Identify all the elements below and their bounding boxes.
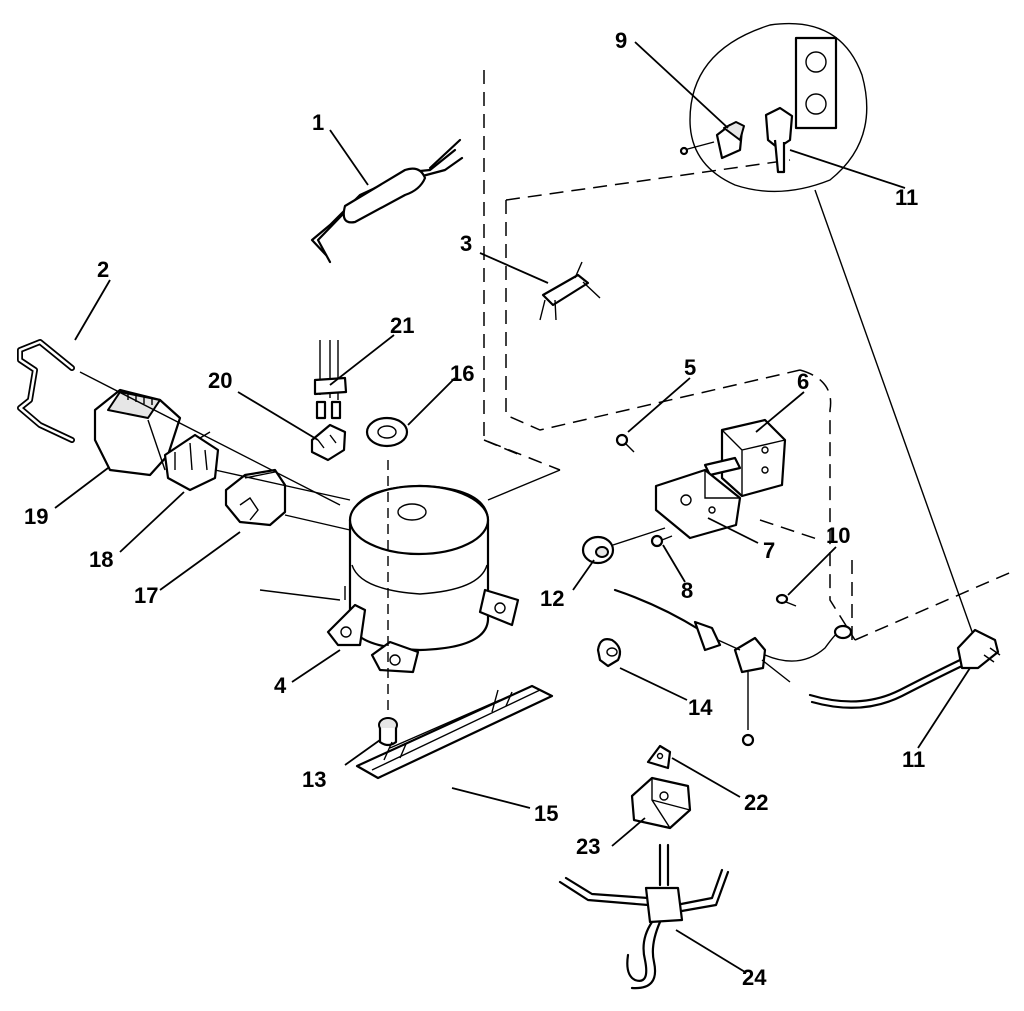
part-23-block	[630, 776, 692, 830]
inset-circle	[679, 22, 976, 641]
callout-21: 21	[390, 313, 414, 338]
callout-2: 2	[97, 257, 109, 282]
part-6-thermostat	[703, 418, 787, 498]
part-10-screw	[775, 593, 797, 607]
part-5-screw	[615, 433, 635, 453]
part-19-cover	[93, 388, 182, 477]
callout-15: 15	[534, 801, 558, 826]
part-21-leads	[313, 340, 348, 420]
part-12-knob	[581, 527, 666, 565]
callout-20: 20	[208, 368, 232, 393]
part-22-clip	[646, 744, 672, 770]
part-18-relay	[163, 431, 220, 492]
callout-22: 22	[744, 790, 768, 815]
callout-4: 4	[274, 673, 287, 698]
callout-23: 23	[576, 834, 600, 859]
part-11-power-cord	[613, 588, 1001, 747]
part-2-bail-wire	[17, 339, 75, 443]
part-15-base-rail	[355, 684, 554, 780]
part-20-terminal	[310, 423, 347, 462]
callout-5: 5	[684, 355, 696, 380]
callout-6: 6	[797, 369, 809, 394]
part-4-compressor	[326, 484, 520, 674]
callout-labels: 1 2 3 4 5 6 7 8 9 10 11 11 12 13 14 15 1…	[24, 28, 925, 990]
callout-11a: 11	[895, 185, 918, 210]
part-3-heater	[539, 261, 601, 321]
callout-13: 13	[302, 767, 326, 792]
part-16-clip	[365, 416, 409, 448]
callout-1: 1	[312, 110, 324, 135]
cabinet-outline	[483, 70, 1017, 641]
part-8-screw	[650, 534, 673, 548]
part-13-grommet	[378, 717, 398, 747]
callout-24: 24	[742, 965, 767, 990]
leader-lines	[54, 41, 971, 973]
part-17-overload	[224, 468, 287, 527]
callout-14: 14	[688, 695, 713, 720]
callout-18: 18	[89, 547, 113, 572]
callout-17: 17	[134, 583, 158, 608]
callout-7: 7	[763, 538, 775, 563]
part-7-bracket	[654, 468, 742, 540]
callout-19: 19	[24, 504, 48, 529]
callout-9: 9	[615, 28, 627, 53]
part-14-clamp	[596, 638, 622, 668]
callout-12: 12	[540, 586, 564, 611]
callout-16: 16	[450, 361, 474, 386]
callout-10: 10	[826, 523, 850, 548]
callout-8: 8	[681, 578, 693, 603]
part-1-drier	[310, 138, 464, 264]
callout-11b: 11	[902, 747, 925, 772]
alignment-lines	[79, 371, 561, 715]
callout-3: 3	[460, 231, 472, 256]
part-24-tube-fitting	[558, 843, 730, 990]
